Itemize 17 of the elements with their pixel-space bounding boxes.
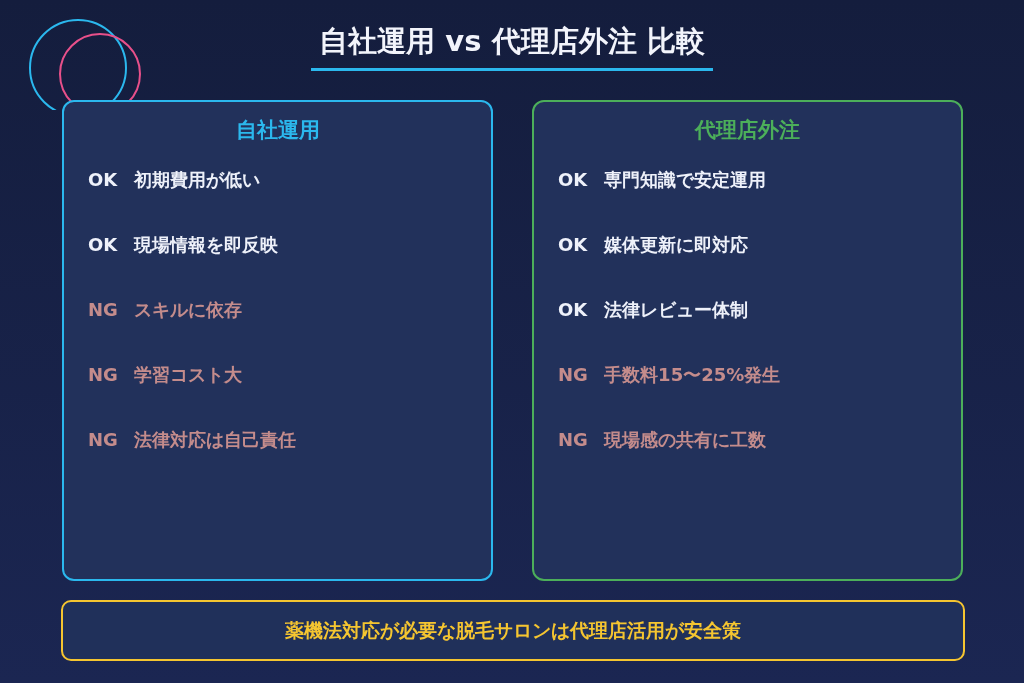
conclusion-banner <box>61 600 965 661</box>
list-item: NG スキルに依存 <box>88 298 243 322</box>
list-item: OK 専門知識で安定運用 <box>558 168 766 192</box>
list-item: OK 現場情報を即反映 <box>88 233 278 257</box>
comparison-panel <box>532 100 963 581</box>
title: 自社運用 vs 代理店外注 比較 <box>311 22 713 71</box>
list-item: OK 媒体更新に即対応 <box>558 233 748 257</box>
panel-heading: 代理店外注 <box>693 117 801 144</box>
comparison-panel <box>62 100 493 581</box>
list-item: NG 現場感の共有に工数 <box>558 428 767 452</box>
list-item: OK 法律レビュー体制 <box>558 298 748 322</box>
panel-heading: 自社運用 <box>234 117 321 144</box>
list-item: NG 法律対応は自己責任 <box>88 428 297 452</box>
list-item: OK 初期費用が低い <box>88 168 260 192</box>
list-item: NG 手数料15〜25%発生 <box>558 363 781 387</box>
conclusion-text: 薬機法対応が必要な脱毛サロンは代理店活用が安全策 <box>284 618 742 643</box>
list-item: NG 学習コスト大 <box>88 363 243 387</box>
